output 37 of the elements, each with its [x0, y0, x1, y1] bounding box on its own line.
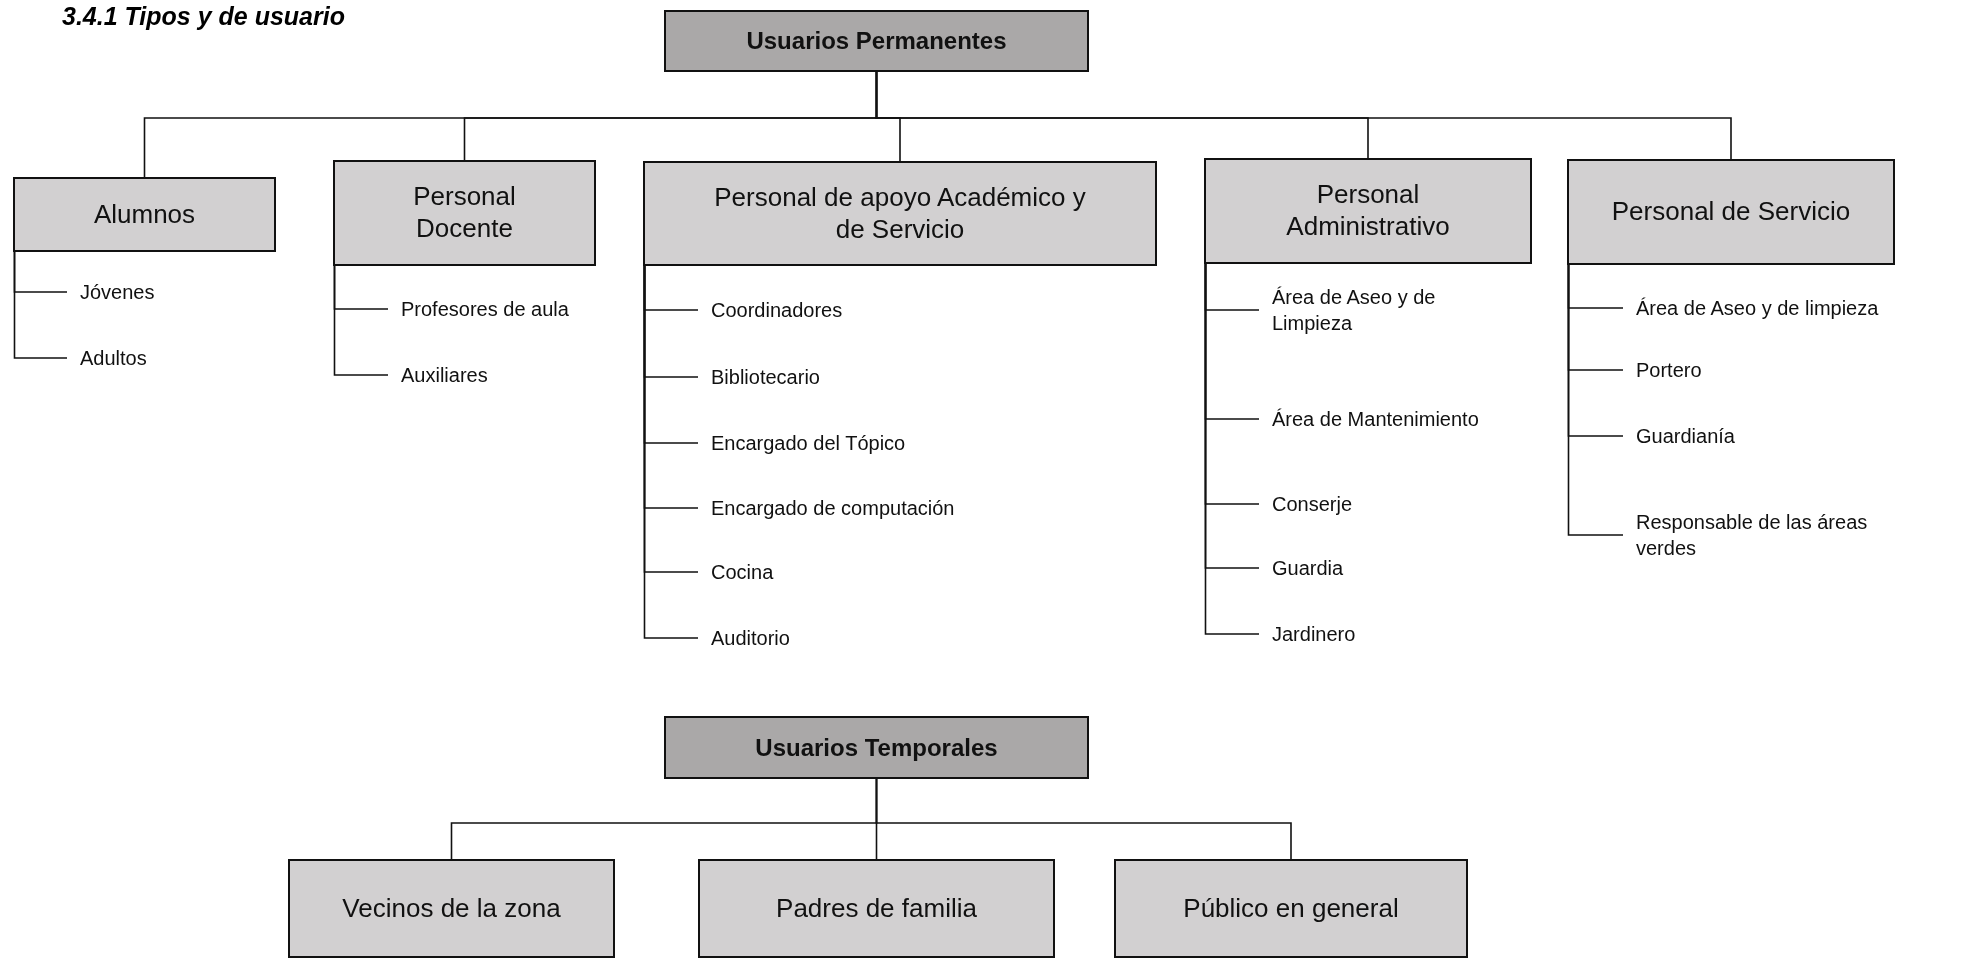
tree-item-label: Encargado de computación: [698, 495, 955, 521]
category-box: Vecinos de la zona: [288, 859, 615, 958]
tree-item-label: Área de Aseo y de Limpieza: [1259, 284, 1494, 336]
category-box: Usuarios Temporales: [664, 716, 1089, 779]
tree-item-label: Profesores de aula: [388, 296, 569, 322]
connector-line: [875, 778, 1292, 860]
category-box: Personal Administrativo: [1204, 158, 1532, 264]
tree-item-label: Guardianía: [1623, 423, 1735, 449]
category-box: Usuarios Permanentes: [664, 10, 1089, 72]
tree-item-label: Adultos: [67, 345, 147, 371]
connector-line: [875, 71, 1732, 160]
tree-item-label: Jardinero: [1259, 621, 1356, 647]
tree-item-label: Coordinadores: [698, 297, 843, 323]
category-box: Alumnos: [13, 177, 276, 252]
tree-item-label: Auditorio: [698, 625, 790, 651]
tree-item-label: Cocina: [698, 559, 774, 585]
connector-line: [643, 265, 699, 639]
tree-item-label: Área de Mantenimiento: [1259, 406, 1494, 432]
tree-item-label: Bibliotecario: [698, 364, 820, 390]
section-heading: 3.4.1 Tipos y de usuario: [62, 2, 345, 31]
connector-line: [13, 251, 68, 359]
category-box: Padres de familia: [698, 859, 1055, 958]
connector-line: [1204, 263, 1260, 635]
tree-item-label: Auxiliares: [388, 362, 488, 388]
connector-line: [333, 265, 389, 376]
category-box: Público en general: [1114, 859, 1468, 958]
tree-item-label: Conserje: [1259, 491, 1353, 517]
tree-item-label: Responsable de las áreas verdes: [1623, 509, 1923, 561]
tree-item-label: Guardia: [1259, 555, 1344, 581]
category-box: Personal Docente: [333, 160, 596, 266]
connector-line: [1567, 264, 1624, 536]
category-box: Personal de apoyo Académico y de Servicio: [643, 161, 1157, 266]
tree-item-label: Portero: [1623, 357, 1702, 383]
tree-item-label: Jóvenes: [67, 279, 155, 305]
category-box: Personal de Servicio: [1567, 159, 1895, 265]
tree-item-label: Encargado del Tópico: [698, 430, 906, 456]
tree-item-label: Área de Aseo y de limpieza: [1623, 295, 1879, 321]
